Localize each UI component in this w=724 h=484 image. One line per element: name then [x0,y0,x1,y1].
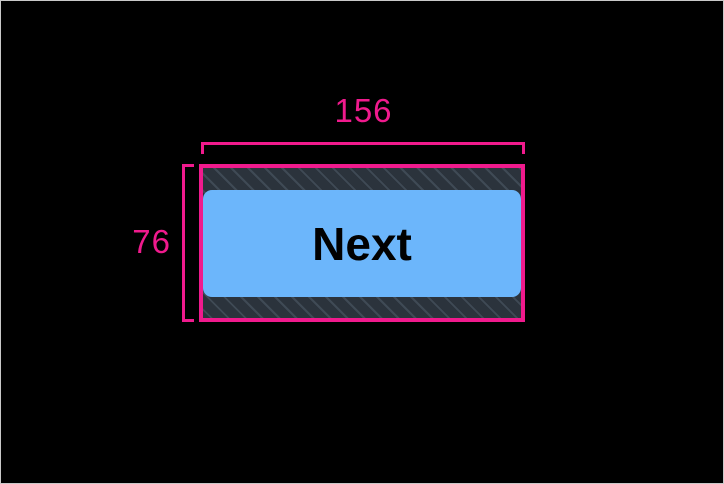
height-dimension-bracket [182,164,194,322]
height-dimension-label: 76 [132,223,171,260]
next-button[interactable]: Next [203,190,521,297]
width-dimension-label: 156 [334,92,393,129]
width-dimension-bracket [201,142,525,154]
element-highlight-box: Next [199,164,525,322]
